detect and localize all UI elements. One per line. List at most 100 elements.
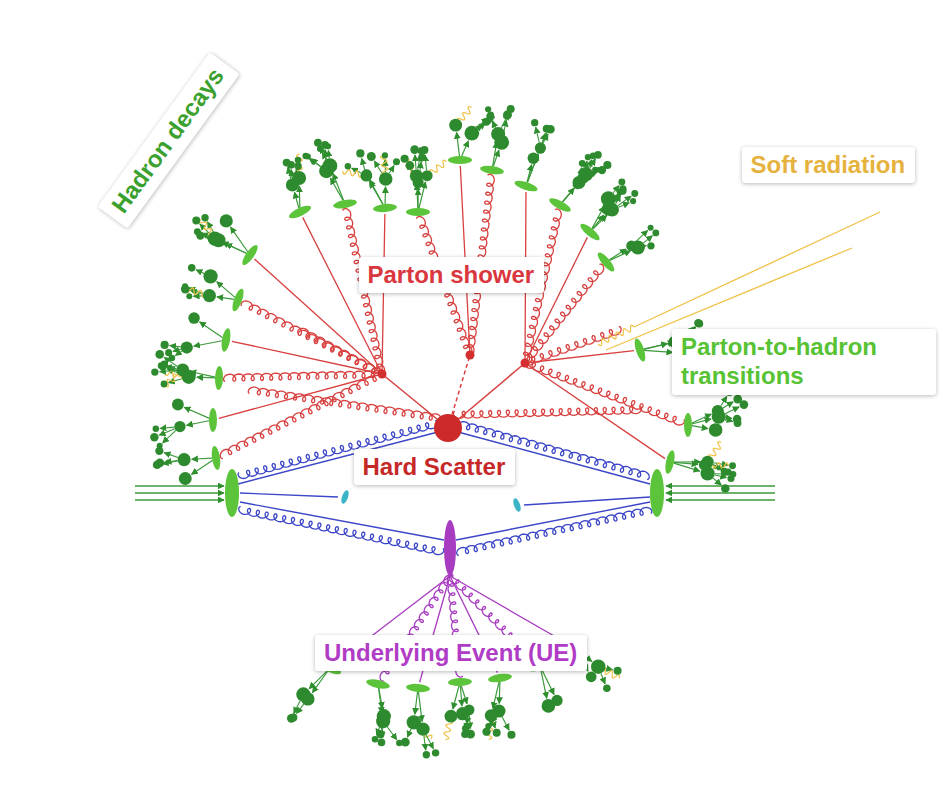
beam-line — [666, 492, 775, 493]
decay-track — [426, 735, 433, 749]
hadronization-ellipse — [664, 449, 677, 474]
hadron-track — [593, 215, 604, 229]
hadron-dot — [410, 145, 419, 154]
hadron-dot — [174, 421, 185, 432]
hadronization-label: Parton-to-hadron transitions — [672, 329, 936, 395]
decay-track — [328, 150, 330, 158]
hadron-dot — [186, 293, 192, 299]
hadron-dot — [618, 179, 625, 186]
hadronization-ellipse — [632, 337, 647, 362]
hadron-track — [184, 407, 209, 418]
decay-track — [721, 396, 727, 406]
decay-track — [415, 155, 416, 170]
hadronization-ellipse — [595, 250, 617, 274]
hadron-dot — [203, 289, 216, 302]
line-layer — [135, 107, 880, 751]
hadron-dot — [734, 419, 742, 427]
hadron-dot — [449, 119, 462, 132]
hadron-dot — [194, 228, 201, 235]
hadron-dot — [485, 106, 491, 112]
hadron-dot — [482, 728, 490, 736]
beam-line — [135, 485, 224, 486]
shower-line — [382, 214, 385, 374]
decay-track — [605, 668, 612, 670]
proton-ellipse — [225, 469, 239, 517]
decay-track — [196, 270, 204, 274]
hadron-dot — [592, 167, 598, 173]
hadron-track — [462, 141, 469, 157]
hadron-dot — [486, 113, 494, 121]
hadron-dot — [289, 713, 297, 721]
hadron-dot — [286, 178, 299, 191]
hadronization-ellipse — [684, 413, 692, 437]
hadron-track — [541, 670, 547, 698]
hadron-dot — [401, 738, 410, 747]
hadron-dot — [630, 198, 636, 204]
hadron-dot — [372, 736, 379, 743]
hadron-dot — [603, 684, 611, 692]
decay-track — [173, 349, 181, 351]
hadron-dot — [464, 126, 479, 141]
hadronization-ellipse — [215, 366, 224, 390]
underlying-event-label: Underlying Event (UE) — [315, 635, 587, 672]
hadron-track — [415, 692, 418, 714]
decay-track — [170, 346, 181, 347]
shower-line — [219, 374, 382, 418]
decay-track — [424, 736, 426, 750]
hadron-dot — [181, 285, 190, 294]
hadron-dot — [176, 363, 189, 376]
remnant-ellipse — [340, 489, 350, 504]
hard-scatter-blob — [434, 414, 462, 442]
hadron-dot — [401, 155, 409, 163]
hadron-track — [192, 458, 212, 459]
hadron-dot — [598, 166, 606, 174]
hadron-dot — [150, 433, 158, 441]
hadron-track — [692, 419, 711, 424]
hadron-track — [453, 686, 459, 709]
hadron-dot — [423, 751, 430, 758]
hadron-dot — [591, 659, 606, 674]
incoming-gluon — [239, 507, 444, 555]
decay-track — [362, 158, 365, 170]
shower-gluon — [523, 327, 621, 365]
hard-scatter-label: Hard Scatter — [354, 449, 515, 486]
decay-track — [165, 460, 178, 462]
decay-track — [311, 159, 321, 167]
hadron-track — [222, 242, 246, 253]
hadron-dot — [153, 426, 160, 433]
hadron-dot — [696, 320, 704, 328]
shape-layer — [150, 105, 748, 758]
hadron-dot — [405, 161, 414, 170]
hadron-dot — [699, 459, 710, 470]
hadron-dot — [422, 170, 433, 181]
hadron-dot — [648, 225, 654, 231]
hadron-track — [217, 282, 235, 298]
beam-line — [666, 499, 775, 500]
hadron-track — [563, 188, 575, 202]
decay-track — [725, 407, 739, 414]
decay-track — [492, 121, 495, 127]
hadron-dot — [729, 462, 736, 469]
hadron-track — [644, 343, 668, 349]
hadron-dot — [181, 341, 193, 353]
hadron-dot — [493, 729, 501, 737]
hadronization-ellipse — [240, 243, 260, 267]
hadron-dot — [314, 139, 322, 147]
hadron-track — [191, 460, 212, 474]
hadron-track — [309, 671, 327, 689]
hadron-dot — [158, 362, 165, 369]
label-text: Parton shower — [368, 261, 535, 290]
hadron-dot — [155, 447, 163, 455]
shower-vertex — [378, 370, 387, 379]
label-text: Soft radiation — [751, 151, 906, 180]
hadron-dot — [416, 723, 429, 736]
shower-gluon — [241, 301, 383, 377]
hadron-track — [457, 133, 460, 157]
hadron-track — [418, 692, 422, 722]
hadron-track — [217, 297, 234, 300]
decay-track — [478, 125, 483, 129]
beam-line — [135, 499, 224, 500]
hadronization-ellipse — [578, 221, 602, 243]
decay-track — [618, 203, 629, 207]
hadron-dot — [507, 105, 515, 113]
